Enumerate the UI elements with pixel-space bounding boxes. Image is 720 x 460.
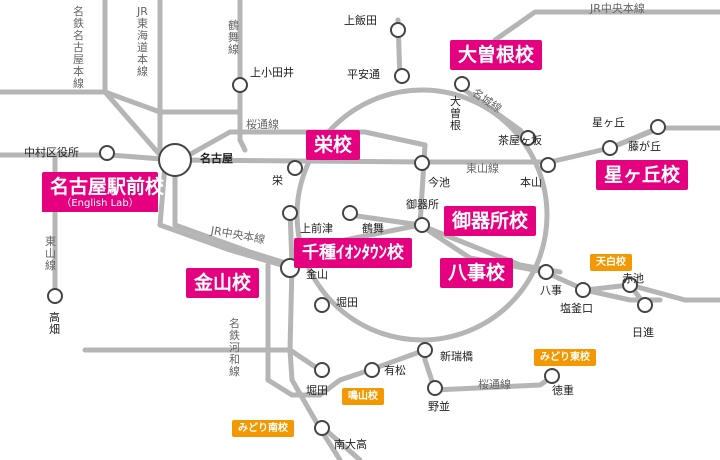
station-label-nagoya: 名古屋 [200,152,233,165]
heiando-station-marker [394,68,410,84]
kamiotai-station-marker [232,77,248,93]
station-label-kamiiida: 上飯田 [344,14,377,27]
line-label-higashiyama: 東山線 [466,162,499,175]
tsurumai-line-north [237,0,248,153]
station-label-gokiso: 御器所 [406,198,439,211]
horita-mid-station-marker [314,297,330,313]
sakuradori-line-upper [177,129,428,228]
campus-midori-minami[interactable]: みどり南校 [232,420,294,437]
sakae-station-marker [287,160,303,176]
station-label-nisshin: 日進 [632,326,654,339]
station-label-tsurumai: 鶴舞 [362,222,384,235]
campus-midori-higashi[interactable]: みどり東校 [534,349,596,366]
station-label-kamiotai: 上小田井 [250,66,294,79]
line-label-jr-tokaido: JR東海道本線 [137,5,148,78]
line-label-tsurumai: 鶴舞線 [228,19,239,56]
campus-ozone[interactable]: 大曽根校 [450,40,543,70]
yagoto-station-marker [538,264,554,280]
station-label-akaike: 赤池 [622,272,644,285]
kintetsu-line [102,89,243,115]
nonami-station-marker [427,380,443,396]
hoshigaoka-station-marker [602,140,618,156]
campus-hoshigaoka[interactable]: 星ヶ丘校 [596,160,689,190]
station-label-fujigaoka: 藤が丘 [628,140,661,153]
campus-narumi[interactable]: 鳴山校 [342,388,384,405]
station-markers [47,22,666,436]
campus-chikusa-aeon-town[interactable]: 千種ｲｵﾝﾀｳﾝ校 [294,238,412,268]
station-label-tokushige: 徳重 [552,384,574,397]
shiogama-station-marker [575,282,591,298]
kamimaezu-station-marker [282,205,298,221]
campus-sakae[interactable]: 栄校 [306,130,361,160]
station-label-takabata: 高畑 [49,311,60,336]
tokushige-station-marker [544,368,560,384]
meitetsu-arimatsu-line [317,347,428,398]
minamiodaka-station-marker [314,420,330,436]
gokiso-station-marker [414,217,430,233]
jr-chuo-line-top [492,9,720,43]
kamiiida-station-marker [390,22,406,38]
campus-tenpaku[interactable]: 天白校 [590,254,632,271]
station-label-shiogama: 塩釜口 [560,302,593,315]
line-label-sakuradori-upper: 桜通線 [246,118,279,131]
campus-kanayama[interactable]: 金山校 [186,268,260,298]
line-label-higashiyama-west: 東山線 [45,235,56,272]
station-label-shinmizuhashi: 新瑞橋 [440,350,473,363]
nisshin-station-marker [637,297,653,313]
line-label-meiko: 名鉄河和線 [229,317,240,378]
campus-yagoto[interactable]: 八事校 [440,258,514,288]
station-label-kamimaezu: 上前津 [300,222,333,235]
chayagasaka-station-marker [520,130,536,146]
station-label-imaike: 今池 [428,176,450,189]
line-label-sakuradori-lower: 桜通線 [478,378,511,391]
tsurumai-line-akaike [582,282,720,303]
station-label-nonami: 野並 [428,400,450,413]
meiko-south-horizontal [82,347,323,373]
station-label-hoshigaoka: 星ヶ丘 [592,116,625,129]
campus-gokiso[interactable]: 御器所校 [444,206,537,236]
campus-nagoya-ekimae[interactable]: 名古屋駅前校 [42,172,164,202]
tsurumai-station-marker [342,205,358,221]
station-label-arimatsu: 有松 [384,364,406,377]
jr-chuo-line-mid [172,157,295,268]
meitetsu-nagoya-line [102,0,163,158]
station-label-yagoto: 八事 [540,284,562,297]
station-label-chayagasaka: 茶屋ヶ坂 [498,134,542,147]
station-label-heiando: 平安通 [347,68,380,81]
shinmizuhashi-station-marker [417,342,433,358]
motoyama-station-marker [540,157,556,173]
station-label-minamiodaka: 南大高 [334,438,367,451]
nakamura-station-marker [99,145,115,161]
fujigaoka-station-marker [650,119,666,135]
takabata-station-marker [47,288,63,304]
meiko-line [265,262,323,398]
arimatsu-station-marker [364,362,380,378]
station-label-kanayama: 金山 [306,268,328,281]
nagoya-station-marker [158,143,192,177]
line-label-meitetsu-nagoya: 名鉄名古屋本線 [73,5,84,90]
ozone-station-marker [454,76,470,92]
station-label-motoyama: 本山 [520,176,542,189]
station-label-nakamura: 中村区役所 [24,146,79,159]
hoshigaoka-line [607,125,661,151]
campus-nagoya-ekimae-sub: （English Lab） [42,198,158,212]
horita-low-station-marker [314,362,330,378]
station-label-ozone: 大曽根 [450,95,461,132]
akaike-station-marker [622,277,638,293]
imaike-station-marker [414,155,430,171]
station-label-sakae: 栄 [272,174,283,187]
station-label-horita-mid: 堀田 [336,296,358,309]
meitetsu-line-south [157,162,295,271]
station-label-horita-low: 堀田 [306,384,328,397]
line-label-jr-chuo-top: JR中央本線 [590,2,645,15]
